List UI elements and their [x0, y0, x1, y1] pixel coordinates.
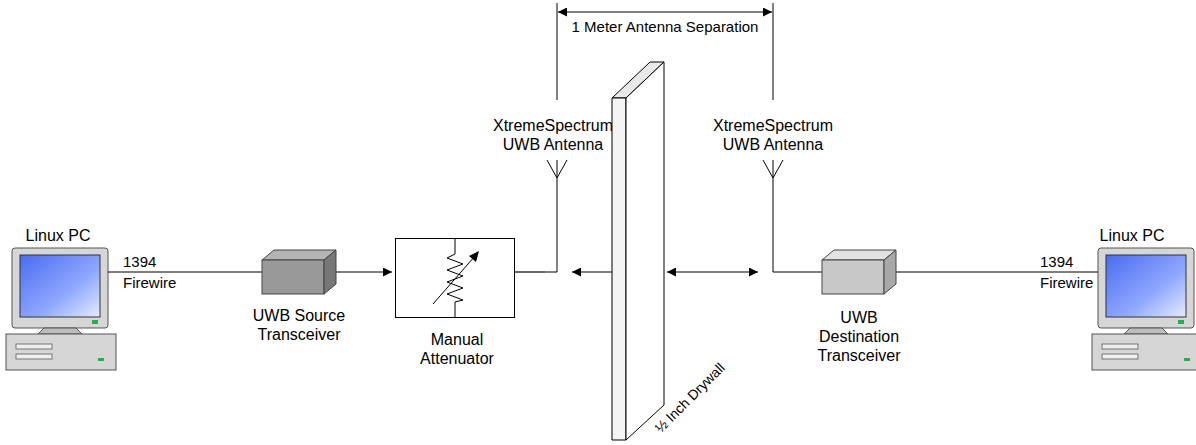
transceiver-box-outline — [262, 250, 336, 294]
antenna-label: XtremeSpectrum UWB Antenna — [708, 116, 838, 154]
box-side — [884, 250, 896, 294]
extension-line — [773, 3, 774, 100]
wall-face — [626, 62, 664, 440]
extension-line — [557, 3, 558, 100]
transceiver-box: UWB Destination Transceiver — [822, 250, 896, 294]
box-top — [262, 250, 336, 260]
antenna-label: XtremeSpectrum UWB Antenna — [488, 116, 618, 154]
feed-stub — [773, 272, 785, 273]
box-front — [262, 260, 324, 294]
computer: Linux PC — [6, 246, 116, 374]
drive-slot — [1102, 344, 1138, 349]
drive-slot — [16, 344, 52, 349]
system-unit — [6, 334, 116, 370]
device-label: UWB Source Transceiver — [250, 306, 348, 344]
power-led — [1178, 320, 1184, 324]
power-led — [92, 320, 98, 324]
box-front — [822, 260, 884, 294]
cable — [116, 271, 262, 272]
cable — [515, 271, 545, 272]
cable — [667, 271, 758, 272]
drive-slot — [1102, 354, 1138, 359]
cable — [336, 271, 392, 272]
dimension-line — [558, 12, 772, 13]
antenna-outline — [545, 160, 569, 274]
drywall-outline — [612, 62, 664, 440]
transceiver-box-outline — [822, 250, 896, 294]
antenna: XtremeSpectrum UWB Antenna — [761, 160, 785, 274]
cable-stub — [108, 272, 116, 273]
monitor-case — [12, 248, 108, 328]
drive-slot — [16, 354, 52, 359]
computer-outline — [6, 246, 116, 374]
device-label: Manual Attenuator — [414, 330, 500, 368]
box-side — [324, 250, 336, 294]
monitor-screen — [20, 255, 100, 317]
dimension — [557, 3, 773, 100]
system-unit — [1092, 334, 1196, 370]
power-led — [1184, 358, 1190, 361]
monitor-stand — [38, 328, 82, 334]
attenuator-outline — [396, 239, 515, 318]
resistor-symbol — [447, 238, 463, 318]
feed-stub — [545, 272, 557, 273]
cable — [896, 271, 1092, 272]
computer-label: Linux PC — [26, 226, 91, 245]
wall-edge — [612, 98, 626, 440]
cable — [785, 271, 822, 272]
device-label: UWB Destination Transceiver — [818, 308, 901, 365]
computer: Linux PC — [1092, 246, 1196, 374]
box-top — [822, 250, 896, 260]
dimension-label: 1 Meter Antenna Separation — [570, 18, 761, 36]
cable-stub — [1092, 272, 1098, 273]
drywall: ½ Inch Drywall — [612, 62, 664, 440]
monitor-screen — [1106, 255, 1186, 317]
antenna-outline — [761, 160, 785, 274]
power-led — [98, 358, 104, 361]
cable — [572, 271, 612, 272]
variable-arrowhead — [469, 251, 479, 262]
computer-outline — [1092, 246, 1196, 374]
attenuator-box-outline — [395, 238, 515, 318]
transceiver-box: UWB Source Transceiver — [262, 250, 336, 294]
antenna-mast — [557, 160, 558, 272]
computer-label: Linux PC — [1100, 226, 1165, 245]
monitor-stand — [1124, 328, 1168, 334]
antenna: XtremeSpectrum UWB Antenna — [545, 160, 569, 274]
antenna-mast — [773, 160, 774, 272]
variable-arrow — [433, 256, 475, 304]
cable-label: 1394 Firewire — [1040, 251, 1093, 293]
cable-label: 1394 Firewire — [123, 251, 176, 293]
monitor-case — [1098, 248, 1194, 328]
attenuator-box: Manual Attenuator — [395, 238, 515, 318]
